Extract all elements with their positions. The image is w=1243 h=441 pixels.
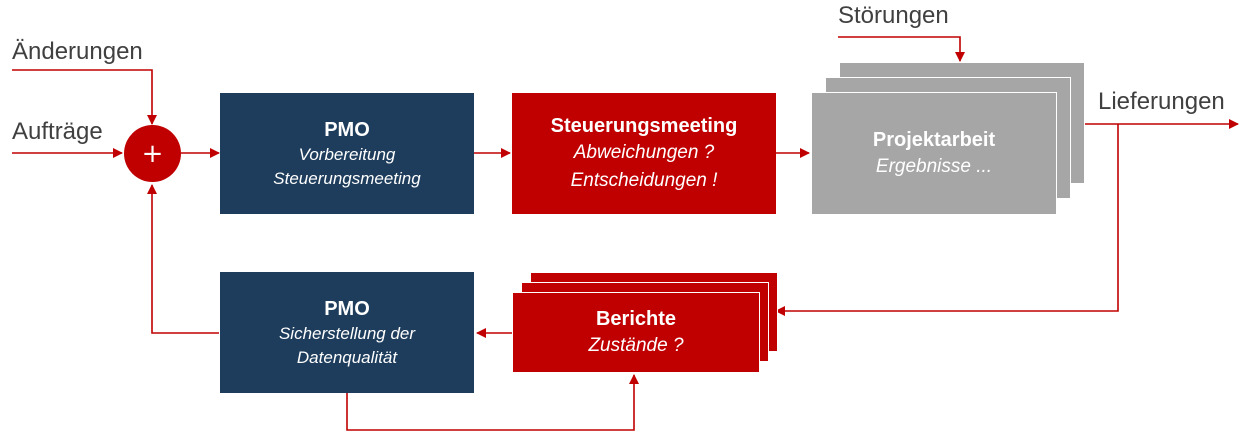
changes-label: Änderungen [12, 38, 143, 65]
box-title: Steuerungsmeeting [550, 114, 738, 137]
box-subtitle-line2: Steuerungsmeeting [273, 168, 421, 188]
reports-box: Berichte Zustände ? [512, 292, 760, 373]
box-title: PMO [324, 297, 370, 320]
orders-label: Aufträge [12, 118, 103, 145]
pmo-to-reports-loop-arrow [346, 374, 639, 431]
box-subtitle-line1: Zustände ? [588, 334, 684, 356]
box-subtitle-line1: Sicherstellung der [278, 323, 416, 343]
pmo-to-junction-arrow [147, 184, 219, 334]
box-subtitle-line1: Abweichungen ? [573, 141, 715, 163]
pmo-data-quality-box: PMO Sicherstellung der Datenqualität [220, 272, 474, 393]
box-subtitle-line1: Ergebnisse ... [875, 155, 993, 177]
box-subtitle-line1: Vorbereitung [298, 144, 396, 164]
disturbances-label: Störungen [838, 2, 949, 29]
pmo-preparation-box: PMO Vorbereitung Steuerungsmeeting [220, 93, 474, 214]
box-title: PMO [324, 118, 370, 141]
box-title: Berichte [595, 307, 677, 330]
box-title: Projektarbeit [872, 128, 996, 151]
sum-junction: + [124, 125, 181, 182]
project-work-box: Projektarbeit Ergebnisse ... [811, 92, 1057, 215]
disturbances-arrow [838, 36, 965, 62]
deliveries-label: Lieferungen [1098, 88, 1225, 115]
box-subtitle-line2: Entscheidungen ! [570, 169, 718, 191]
changes-arrow [12, 69, 157, 125]
steering-meeting-box: Steuerungsmeeting Abweichungen ? Entsche… [512, 93, 776, 214]
feedback-to-reports-arrow [775, 124, 1119, 316]
box-subtitle-line2: Datenqualität [296, 347, 398, 367]
